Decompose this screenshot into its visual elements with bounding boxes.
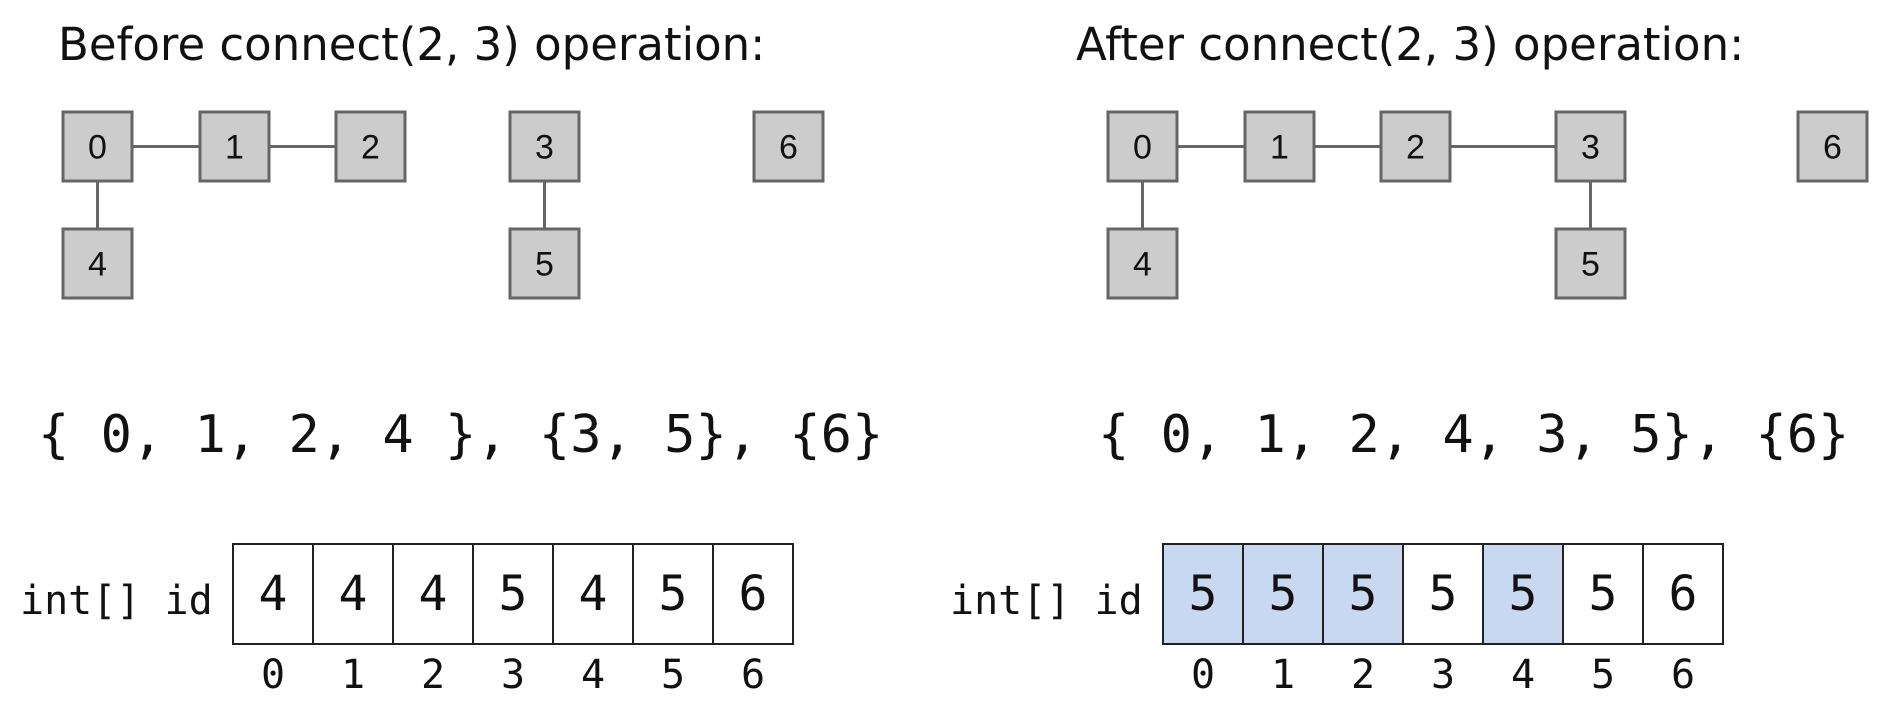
id-cell: 4: [314, 543, 394, 645]
node-box: [334, 110, 407, 183]
index-label: 3: [1430, 652, 1456, 698]
id-cell: 5: [1244, 543, 1324, 645]
node-1: 1: [198, 110, 271, 183]
node-3: 3: [508, 110, 581, 183]
index-label: 1: [340, 652, 366, 698]
node-4: 4: [1106, 227, 1179, 300]
id-cell: 6: [714, 543, 794, 645]
node-5: 5: [1554, 227, 1627, 300]
node-box: [1796, 110, 1869, 183]
after-graph: 0 1 2 3 4 5 6: [1106, 110, 1869, 300]
id-cell: 5: [1164, 543, 1244, 645]
node-box: [61, 227, 134, 300]
after-array-label: int[] id: [950, 578, 1143, 624]
node-5: 5: [508, 227, 581, 300]
node-label: 2: [1406, 129, 1425, 167]
node-label: 6: [779, 129, 798, 167]
node-box: [1106, 110, 1179, 183]
index-label: 4: [580, 652, 606, 698]
index-label: 5: [660, 652, 686, 698]
index-label: 6: [1670, 652, 1696, 698]
before-sets-text: { 0, 1, 2, 4 }, {3, 5}, {6}: [38, 405, 884, 465]
node-box: [508, 227, 581, 300]
after-title: After connect(2, 3) operation:: [1076, 18, 1745, 71]
index-label: 5: [1590, 652, 1616, 698]
node-2: 2: [334, 110, 407, 183]
after-sets-text: { 0, 1, 2, 4, 3, 5}, {6}: [1098, 405, 1850, 465]
index-label: 6: [740, 652, 766, 698]
node-6: 6: [1796, 110, 1869, 183]
id-cell: 6: [1644, 543, 1724, 645]
node-label: 4: [88, 246, 107, 284]
before-array-label: int[] id: [20, 578, 213, 624]
node-box: [61, 110, 134, 183]
node-label: 3: [1581, 129, 1600, 167]
before-title: Before connect(2, 3) operation:: [58, 18, 766, 71]
node-label: 6: [1823, 129, 1842, 167]
node-box: [508, 110, 581, 183]
before-index-row: 0 1 2 3 4 5 6: [233, 652, 793, 698]
node-box: [1554, 227, 1627, 300]
node-label: 1: [225, 129, 244, 167]
index-label: 2: [420, 652, 446, 698]
node-label: 4: [1133, 246, 1152, 284]
node-label: 5: [535, 246, 554, 284]
index-label: 4: [1510, 652, 1536, 698]
node-box: [752, 110, 825, 183]
id-cell: 5: [1484, 543, 1564, 645]
id-cell: 5: [634, 543, 714, 645]
node-label: 2: [361, 129, 380, 167]
index-label: 2: [1350, 652, 1376, 698]
node-label: 0: [1133, 129, 1152, 167]
node-0: 0: [61, 110, 134, 183]
node-box: [1379, 110, 1452, 183]
index-label: 1: [1270, 652, 1296, 698]
node-box: [1554, 110, 1627, 183]
id-cell: 4: [394, 543, 474, 645]
id-cell: 4: [234, 543, 314, 645]
index-label: 0: [260, 652, 286, 698]
id-cell: 4: [554, 543, 634, 645]
node-box: [198, 110, 271, 183]
node-label: 1: [1270, 129, 1289, 167]
node-box: [1243, 110, 1316, 183]
node-label: 3: [535, 129, 554, 167]
after-index-row: 0 1 2 3 4 5 6: [1163, 652, 1723, 698]
node-1: 1: [1243, 110, 1316, 183]
id-cell: 5: [1404, 543, 1484, 645]
node-label: 5: [1581, 246, 1600, 284]
id-cell: 5: [474, 543, 554, 645]
before-graph: 0 1 2 3 4 5 6: [61, 110, 825, 300]
index-label: 0: [1190, 652, 1216, 698]
node-box: [1106, 227, 1179, 300]
node-3: 3: [1554, 110, 1627, 183]
index-label: 3: [500, 652, 526, 698]
node-label: 0: [88, 129, 107, 167]
node-0: 0: [1106, 110, 1179, 183]
node-4: 4: [61, 227, 134, 300]
id-cell: 5: [1564, 543, 1644, 645]
id-cell: 5: [1324, 543, 1404, 645]
node-6: 6: [752, 110, 825, 183]
node-2: 2: [1379, 110, 1452, 183]
